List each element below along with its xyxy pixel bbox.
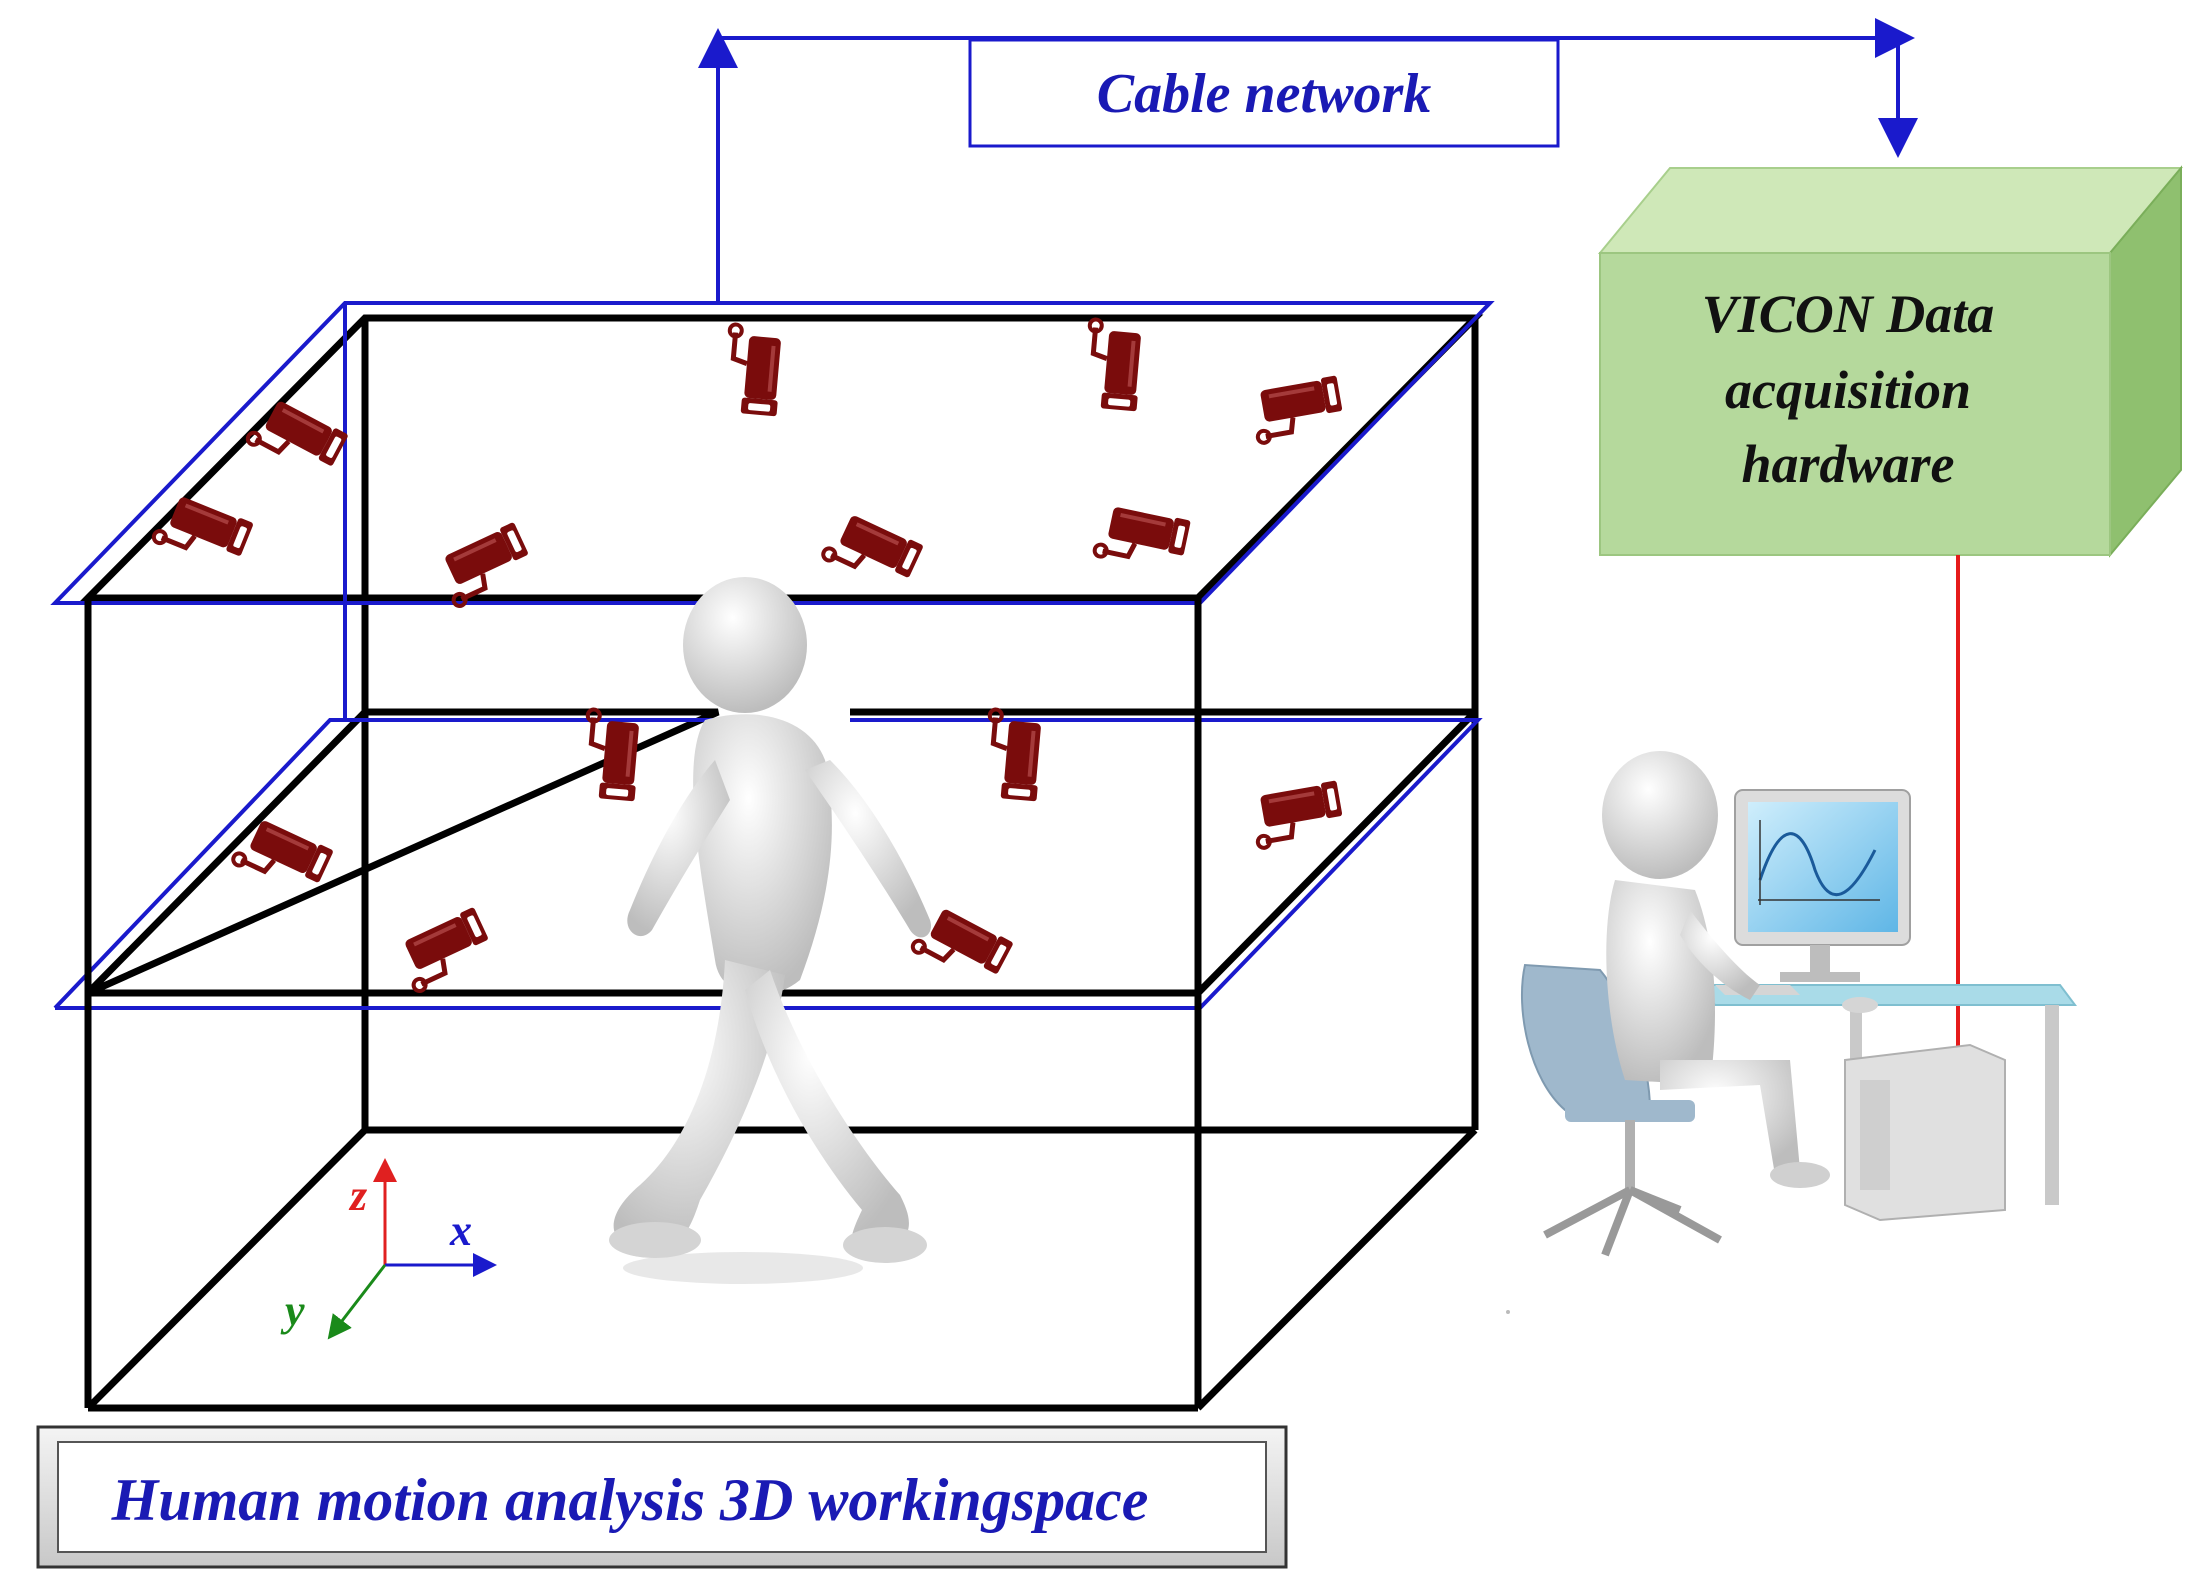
camera-icon <box>821 508 924 594</box>
monitor-chart-icon <box>1748 802 1898 932</box>
vicon-hardware-box: VICON Data acquisition hardware <box>1597 165 2184 558</box>
camera-icon <box>1083 319 1144 411</box>
walking-person-icon <box>609 577 931 1284</box>
decorative-dot <box>1506 1310 1510 1314</box>
camera-icon <box>1094 502 1191 573</box>
camera-icon <box>1250 780 1346 848</box>
camera-icon <box>581 709 642 801</box>
middle-camera-ring <box>53 708 1483 1010</box>
z-axis-label: z <box>348 1171 367 1220</box>
camera-icon <box>246 394 349 483</box>
camera-icon <box>1250 375 1346 443</box>
cable-network-lines <box>698 18 1918 305</box>
y-axis-label: y <box>280 1286 305 1335</box>
operator-at-computer-icon <box>1521 751 2077 1257</box>
workspace-label-plinth: Human motion analysis 3D workingspace <box>36 1425 1288 1569</box>
upper-camera-ring <box>50 301 1495 720</box>
vicon-label-line1: VICON Data <box>1702 284 1995 344</box>
y-axis-arrow <box>327 1264 387 1340</box>
workspace-frame-front <box>84 598 1478 1412</box>
cable-network-box: Cable network <box>968 38 1560 148</box>
x-axis-label: x <box>449 1206 472 1255</box>
camera-icon <box>983 709 1044 801</box>
camera-icon <box>723 324 784 416</box>
camera-icon <box>394 907 497 993</box>
cable-network-label: Cable network <box>1097 63 1431 125</box>
vicon-label-line3: hardware <box>1741 434 1954 494</box>
coordinate-axes: z x y <box>280 1158 497 1340</box>
camera-icon <box>152 490 254 573</box>
workspace-label: Human motion analysis 3D workingspace <box>111 1467 1149 1533</box>
vicon-label-line2: acquisition <box>1725 360 1971 420</box>
